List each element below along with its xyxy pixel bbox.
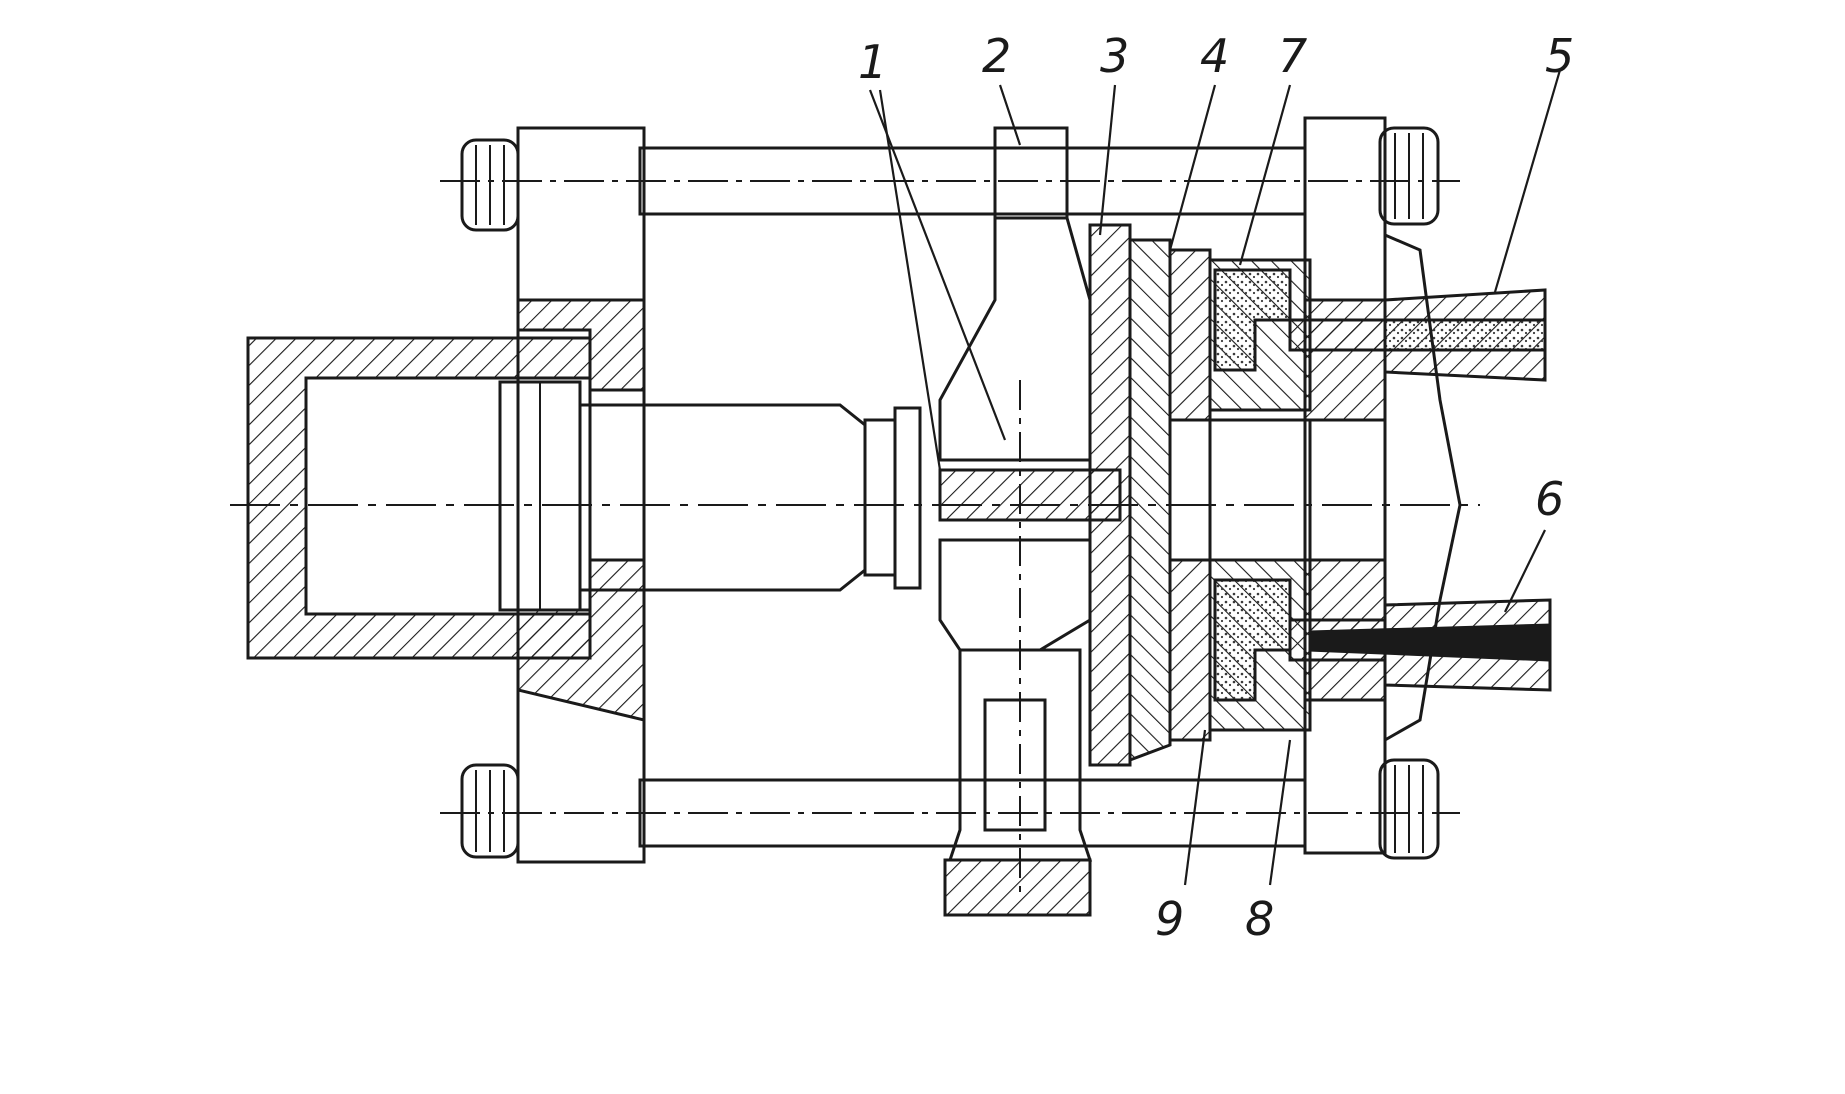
callout-2: 2 bbox=[982, 29, 1011, 83]
right-housing bbox=[1384, 233, 1462, 742]
lower-mould-cavity bbox=[1213, 578, 1292, 702]
right-fixed-platen bbox=[1303, 116, 1387, 855]
hydraulic-cylinder bbox=[246, 336, 592, 660]
piston-rod bbox=[578, 403, 922, 592]
leader-lines bbox=[868, 69, 1562, 886]
callout-7: 7 bbox=[1278, 29, 1307, 83]
piston bbox=[498, 380, 582, 612]
upper-right-nut bbox=[1378, 126, 1440, 226]
upper-mould-cavity bbox=[1213, 268, 1292, 372]
callout-8: 8 bbox=[1245, 892, 1274, 946]
callout-1: 1 bbox=[858, 35, 887, 89]
lower-right-nut bbox=[1378, 758, 1440, 860]
moving-platen bbox=[1088, 223, 1172, 767]
mould-half-moving bbox=[1168, 248, 1312, 742]
lower-left-nut bbox=[460, 763, 520, 859]
callout-4: 4 bbox=[1200, 29, 1229, 83]
upper-tie-rod bbox=[440, 146, 1460, 216]
lower-injection-nozzle bbox=[1288, 598, 1552, 692]
callout-6: 6 bbox=[1535, 472, 1564, 526]
upper-injection-nozzle bbox=[1288, 288, 1547, 382]
callout-9: 9 bbox=[1155, 892, 1184, 946]
lower-hanger bbox=[943, 648, 1093, 917]
callout-3: 3 bbox=[1100, 29, 1129, 83]
callout-5: 5 bbox=[1545, 29, 1574, 83]
callout-labels: 1 2 3 4 7 5 6 9 8 bbox=[858, 29, 1574, 946]
upper-left-nut bbox=[460, 138, 520, 232]
lower-tie-rod bbox=[440, 778, 1460, 848]
